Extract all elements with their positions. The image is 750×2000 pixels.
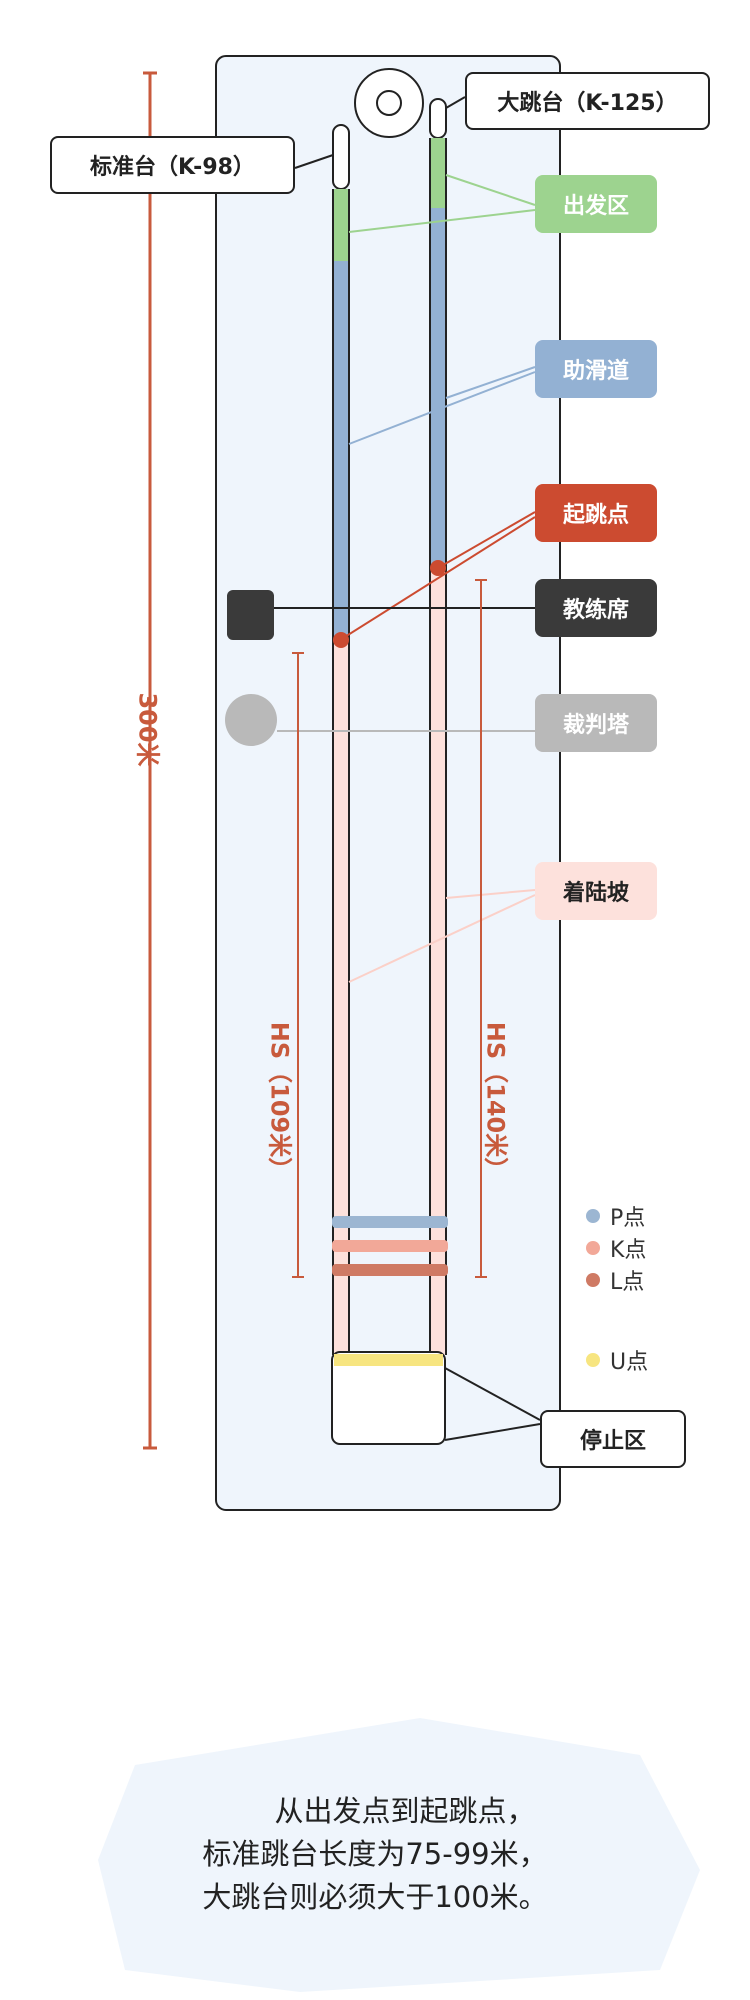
total-length-label: 300米 [133, 692, 162, 767]
caption-background-shape [98, 1718, 700, 1992]
judge-tower-label: 裁判塔 [535, 694, 657, 752]
legend-item-l: L点 [586, 1264, 644, 1296]
hs-standard-label: HS（109米） [265, 1021, 294, 1182]
legend-dot [586, 1209, 600, 1223]
inrun-label: 助滑道 [535, 340, 657, 398]
caption-text: 从出发点到起跳点， 标准跳台长度为75-99米， 大跳台则必须大于100米。 [0, 1790, 750, 1919]
legend-item-p: P点 [586, 1200, 645, 1232]
standard-platform-label: 标准台（K-98） [50, 136, 295, 194]
venue-panel [215, 55, 561, 1511]
hs-large-label: HS（140米） [481, 1021, 510, 1182]
legend-label: P点 [610, 1206, 646, 1231]
legend-dot [586, 1353, 600, 1367]
start-zone-label: 出发区 [535, 175, 657, 233]
judge-tower-shape [225, 694, 277, 746]
caption-line-3: 大跳台则必须大于100米。 [202, 1880, 548, 1914]
takeoff-point-standard [333, 632, 349, 648]
takeoff-label: 起跳点 [535, 484, 657, 542]
coach-stand-shape [227, 590, 274, 640]
l-point-bar [332, 1264, 448, 1276]
k-point-bar [332, 1240, 448, 1252]
legend-label: K点 [610, 1238, 647, 1263]
stop-zone-box [331, 1351, 446, 1445]
top-ring-icon [354, 68, 424, 138]
legend-label: U点 [610, 1350, 649, 1375]
legend-label: L点 [610, 1270, 645, 1295]
legend-dot [586, 1241, 600, 1255]
landing-slope-label: 着陆坡 [535, 862, 657, 920]
hs-large-dimension [475, 579, 487, 1278]
legend-item-u: U点 [586, 1344, 648, 1376]
takeoff-point-large [430, 560, 446, 576]
stop-zone-label: 停止区 [540, 1410, 686, 1468]
caption-line-2: 标准跳台长度为75-99米， [202, 1837, 548, 1871]
standard-hill-track [332, 124, 350, 1355]
p-point-bar [332, 1216, 448, 1228]
total-length-dimension [143, 71, 157, 1450]
hs-standard-dimension [292, 652, 304, 1278]
large-platform-label: 大跳台（K-125） [465, 72, 710, 130]
ski-jump-diagram [143, 55, 561, 1511]
callout-lines [274, 96, 541, 1441]
legend-item-k: K点 [586, 1232, 646, 1264]
coach-stand-label: 教练席 [535, 579, 657, 637]
large-hill-track [429, 98, 447, 1355]
legend-dot [586, 1273, 600, 1287]
caption-line-1: 从出发点到起跳点， [274, 1794, 536, 1828]
